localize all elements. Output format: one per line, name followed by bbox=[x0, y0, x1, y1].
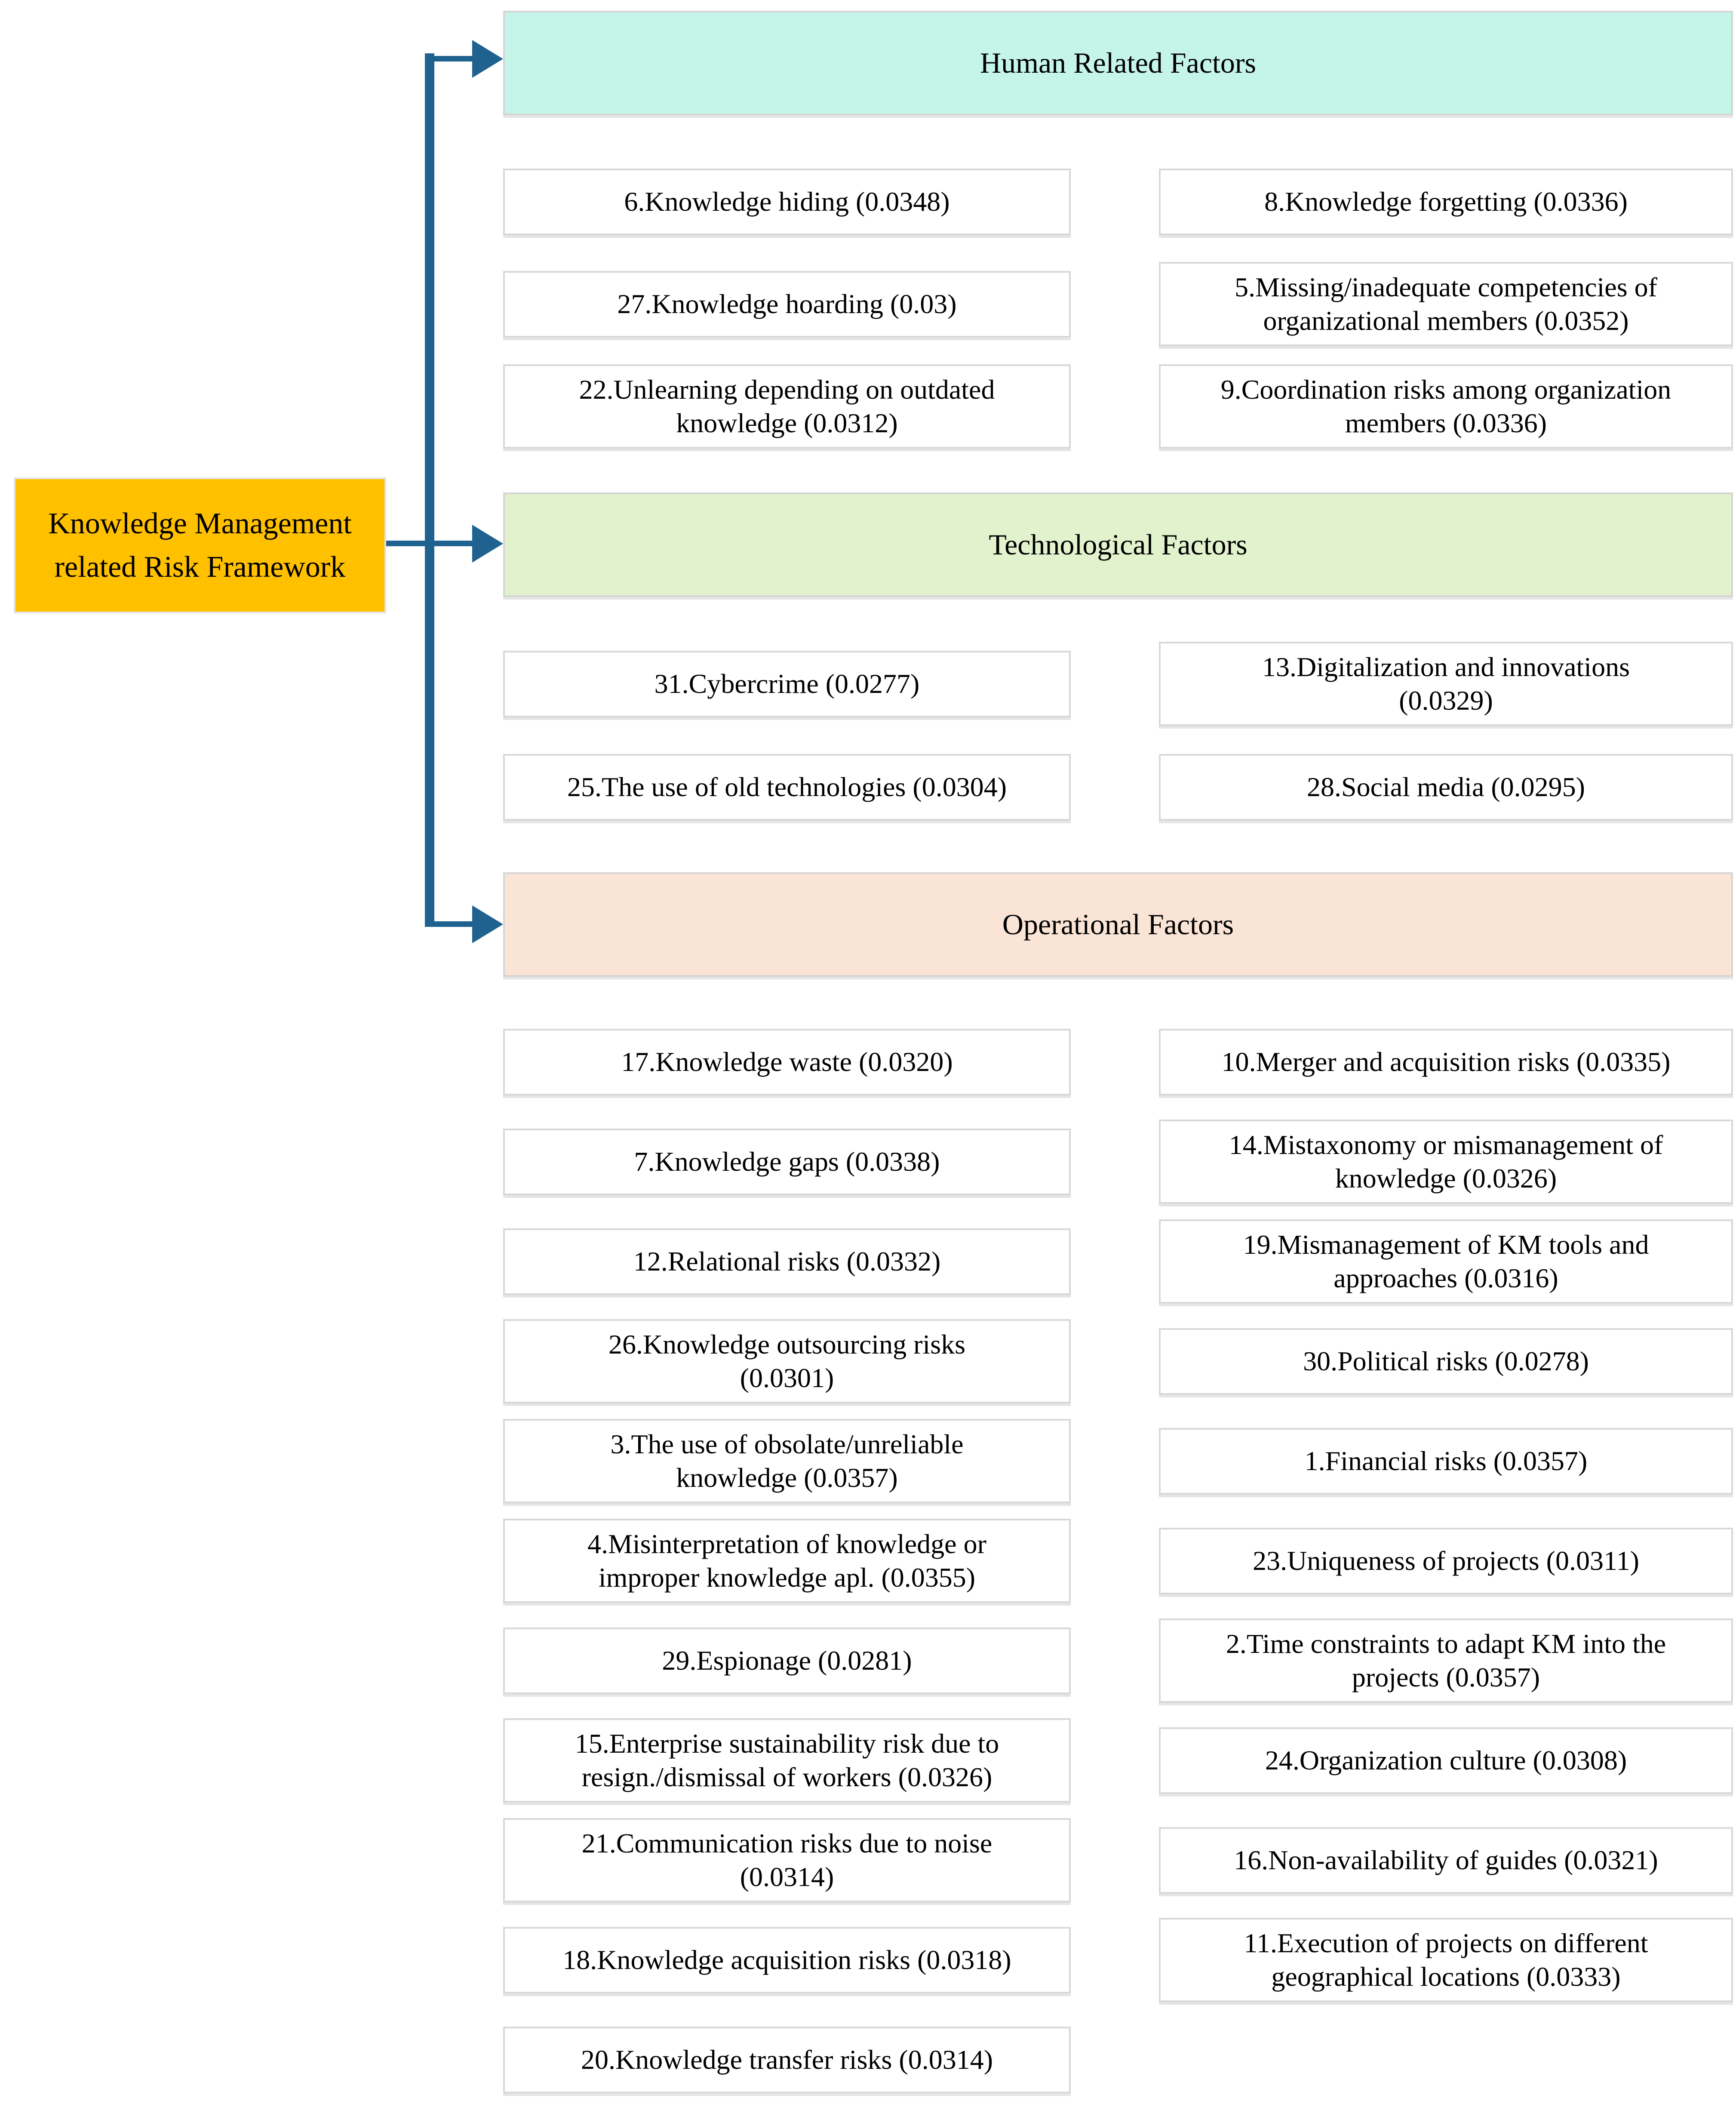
risk-item: 25.The use of old technologies (0.0304) bbox=[503, 754, 1071, 821]
root-node-km-risk-framework: Knowledge Management related Risk Framew… bbox=[14, 477, 386, 613]
risk-item: 11.Execution of projects on different ge… bbox=[1159, 1917, 1733, 2003]
risk-item: 22.Unlearning depending on outdated know… bbox=[503, 364, 1071, 449]
risk-item: 3.The use of obsolate/unreliable knowled… bbox=[503, 1418, 1071, 1504]
section-grid-operational: 17.Knowledge waste (0.0320) 10.Merger an… bbox=[503, 1012, 1733, 2110]
connector-branch-operational bbox=[425, 921, 472, 927]
risk-item: 29.Espionage (0.0281) bbox=[503, 1627, 1071, 1694]
risk-item: 2.Time constraints to adapt KM into the … bbox=[1159, 1618, 1733, 1703]
empty-cell bbox=[1159, 2027, 1733, 2093]
section-grid-human: 6.Knowledge hiding (0.0348) 8.Knowledge … bbox=[503, 151, 1733, 458]
arrowhead-operational-icon bbox=[472, 905, 503, 943]
risk-item: 16.Non-availability of guides (0.0321) bbox=[1159, 1827, 1733, 1894]
risk-item: 10.Merger and acquisition risks (0.0335) bbox=[1159, 1028, 1733, 1095]
risk-item: 1.Financial risks (0.0357) bbox=[1159, 1428, 1733, 1495]
risk-item: 17.Knowledge waste (0.0320) bbox=[503, 1028, 1071, 1095]
risk-item: 12.Relational risks (0.0332) bbox=[503, 1228, 1071, 1295]
risk-item: 19.Mismanagement of KM tools and approac… bbox=[1159, 1219, 1733, 1304]
risk-item: 8.Knowledge forgetting (0.0336) bbox=[1159, 168, 1733, 235]
arrowhead-technological-icon bbox=[472, 525, 503, 563]
risk-item: 18.Knowledge acquisition risks (0.0318) bbox=[503, 1926, 1071, 1994]
risk-item: 14.Mistaxonomy or mismanagement of knowl… bbox=[1159, 1119, 1733, 1204]
risk-item: 21.Communication risks due to noise (0.0… bbox=[503, 1818, 1071, 1903]
risk-item: 28.Social media (0.0295) bbox=[1159, 754, 1733, 821]
arrowhead-human-icon bbox=[472, 40, 503, 78]
risk-item: 26.Knowledge outsourcing risks (0.0301) bbox=[503, 1319, 1071, 1404]
risk-item: 31.Cybercrime (0.0277) bbox=[503, 650, 1071, 717]
risk-item: 23.Uniqueness of projects (0.0311) bbox=[1159, 1527, 1733, 1594]
risk-item: 7.Knowledge gaps (0.0338) bbox=[503, 1128, 1071, 1195]
section-header-operational-factors: Operational Factors bbox=[503, 872, 1733, 977]
risk-item: 15.Enterprise sustainability risk due to… bbox=[503, 1718, 1071, 1803]
connector-branch-technological bbox=[386, 541, 472, 546]
section-grid-technological: 31.Cybercrime (0.0277) 13.Digitalization… bbox=[503, 632, 1733, 839]
risk-item: 4.Misinterpretation of knowledge or impr… bbox=[503, 1518, 1071, 1603]
section-header-technological-factors: Technological Factors bbox=[503, 492, 1733, 597]
risk-item: 13.Digitalization and innovations (0.032… bbox=[1159, 641, 1733, 726]
connector-trunk bbox=[425, 53, 434, 927]
connector-branch-human bbox=[425, 56, 472, 62]
risk-item: 20.Knowledge transfer risks (0.0314) bbox=[503, 2026, 1071, 2093]
risk-item: 6.Knowledge hiding (0.0348) bbox=[503, 168, 1071, 235]
risk-item: 30.Political risks (0.0278) bbox=[1159, 1328, 1733, 1395]
risk-item: 5.Missing/inadequate competencies of org… bbox=[1159, 262, 1733, 347]
risk-item: 24.Organization culture (0.0308) bbox=[1159, 1727, 1733, 1794]
risk-item: 27.Knowledge hoarding (0.03) bbox=[503, 271, 1071, 338]
section-header-human-related-factors: Human Related Factors bbox=[503, 11, 1733, 115]
risk-item: 9.Coordination risks among organization … bbox=[1159, 364, 1733, 449]
